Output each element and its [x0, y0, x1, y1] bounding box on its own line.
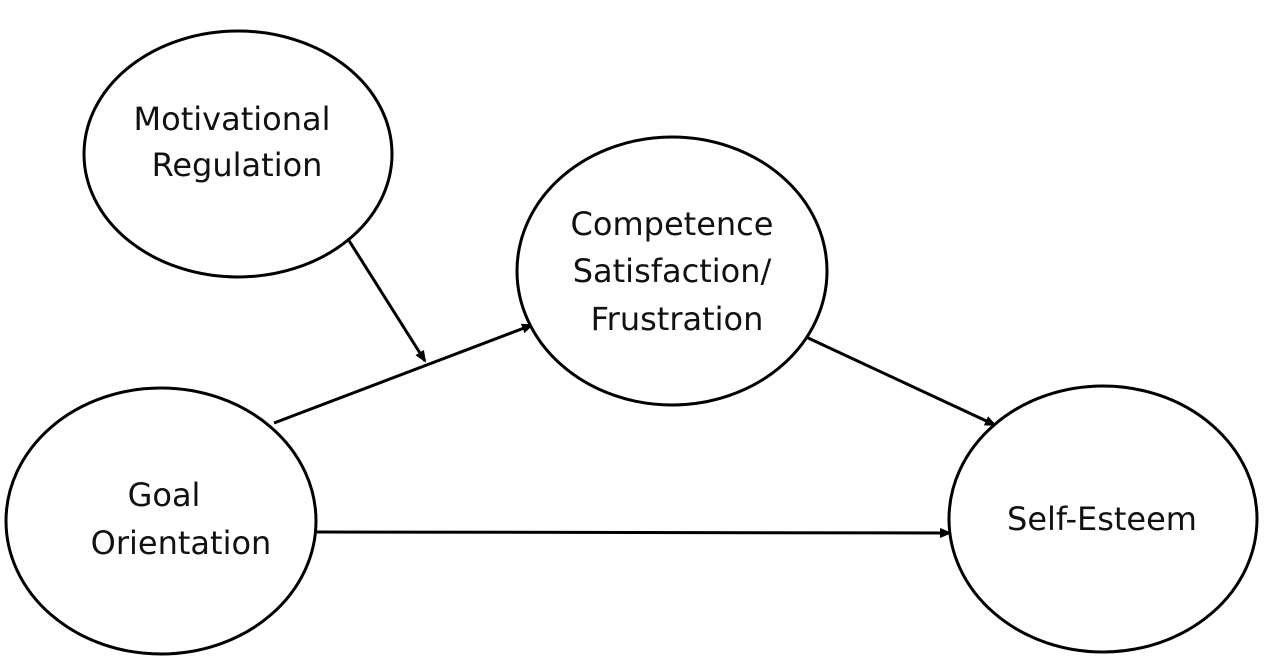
- node-label: Orientation: [91, 524, 272, 562]
- node-self-esteem: Self-Esteem: [947, 384, 1259, 654]
- node-competence: Competence Satisfaction/ Frustration: [515, 135, 829, 407]
- edge-goal-to-self-esteem: [316, 527, 952, 538]
- node-label: Motivational: [134, 100, 331, 138]
- edge-competence-to-self-esteem: [805, 335, 997, 427]
- node-ellipse: [82, 29, 394, 279]
- node-ellipse: [515, 135, 829, 407]
- node-label: Regulation: [152, 146, 323, 184]
- edge-goal-to-competence: [273, 323, 534, 425]
- node-ellipse: [4, 386, 318, 656]
- node-ellipse: [947, 384, 1259, 654]
- node-label: Competence: [571, 205, 774, 243]
- node-label: Frustration: [591, 300, 764, 338]
- node-label: Satisfaction/: [573, 252, 772, 290]
- node-goal-orientation: Goal Orientation: [4, 386, 318, 656]
- node-motivational-regulation: Motivational Regulation: [82, 29, 394, 279]
- node-label: Self-Esteem: [1007, 500, 1197, 538]
- node-label: Goal: [128, 476, 201, 514]
- edge-motivational-to-path: [346, 238, 427, 363]
